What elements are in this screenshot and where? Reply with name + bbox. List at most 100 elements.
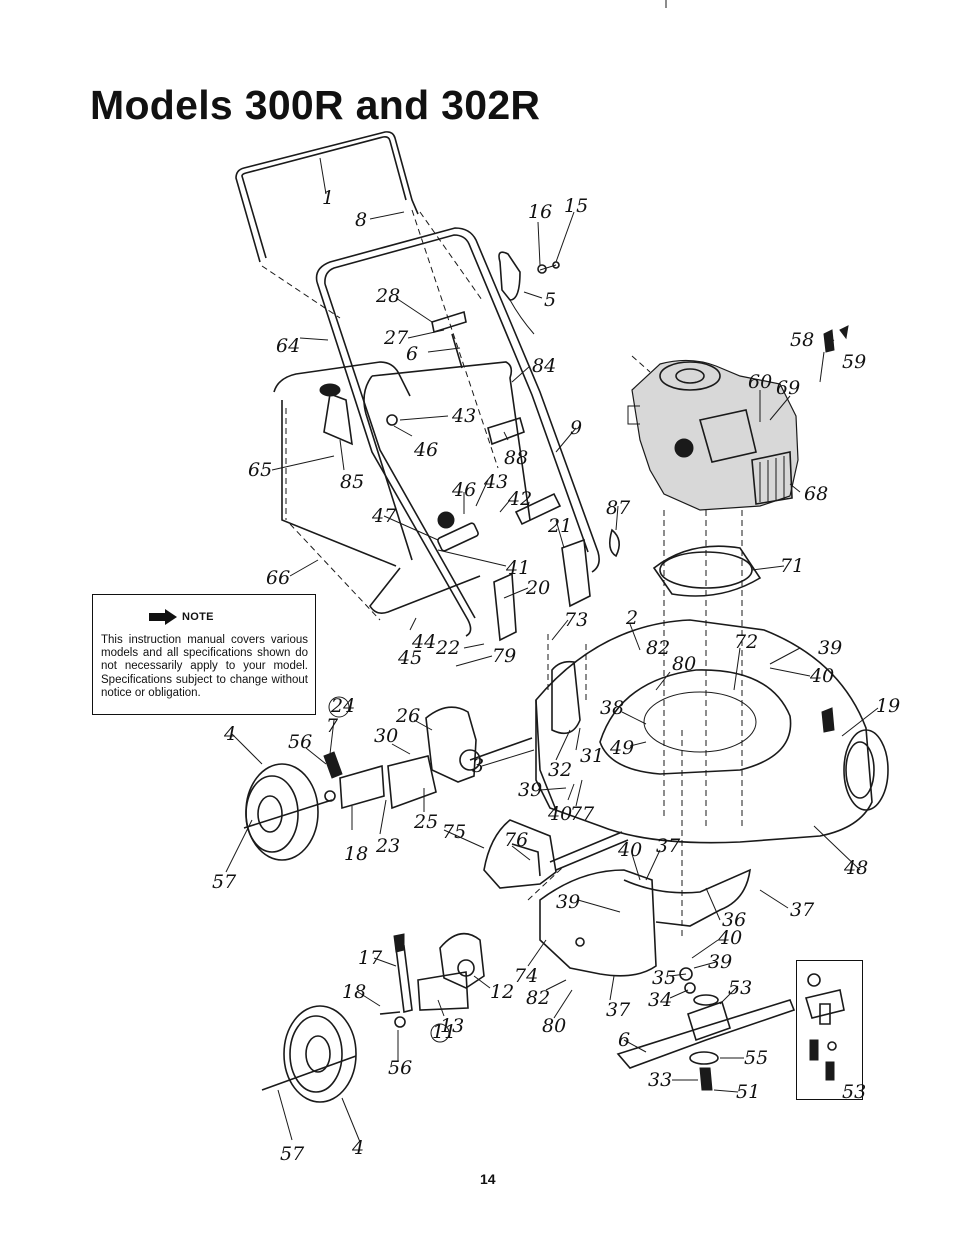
- callout: 46: [451, 479, 476, 501]
- callout: 84: [532, 355, 556, 377]
- callout: 40: [717, 927, 742, 949]
- arrow-right-icon: [149, 609, 177, 625]
- callout: 73: [564, 609, 588, 631]
- callout: 39: [818, 637, 842, 659]
- callout: 56: [288, 731, 312, 753]
- callout: 6: [406, 343, 418, 365]
- callout: 59: [842, 351, 866, 373]
- engine: [627, 325, 849, 511]
- callout: 35: [652, 967, 676, 989]
- callout: 7: [326, 715, 339, 737]
- callout: 32: [548, 759, 572, 781]
- callout: 47: [371, 505, 397, 527]
- callout: 64: [276, 335, 300, 357]
- callout: 23: [375, 835, 400, 857]
- callout: 9: [570, 417, 582, 439]
- callout: 21: [547, 515, 572, 537]
- callout: 82: [646, 637, 670, 659]
- front-wheel-assembly: [243, 706, 533, 861]
- callout: 3: [472, 755, 484, 777]
- callout: 5: [544, 289, 556, 311]
- callout: 40: [809, 665, 834, 687]
- callout: 24: [330, 695, 355, 717]
- callout: 57: [280, 1143, 305, 1165]
- hardware-inset-frame: [796, 960, 863, 1100]
- leader-lines: [225, 157, 879, 1143]
- callout: 4: [223, 723, 236, 745]
- callout: 45: [397, 647, 422, 669]
- callout: 65: [248, 459, 272, 481]
- callout: 74: [514, 965, 538, 987]
- callout: 46: [413, 439, 438, 461]
- callout: 18: [342, 981, 366, 1003]
- callout: 41: [505, 557, 530, 579]
- callout: 11: [432, 1021, 456, 1043]
- callout-labels: 1 8 16 15 5 28 27 6 64 84 58 59 60 69 43…: [212, 187, 900, 1165]
- callout: 37: [790, 899, 815, 921]
- note-box: NOTE This instruction manual covers vari…: [92, 594, 316, 715]
- callout: 6: [618, 1029, 630, 1051]
- callout: 79: [492, 645, 516, 667]
- callout: 36: [722, 909, 746, 931]
- callout: 19: [876, 695, 900, 717]
- page-title: Models 300R and 302R: [90, 82, 541, 128]
- callout: 37: [656, 835, 681, 857]
- callout: 75: [442, 821, 466, 843]
- callout: 2: [625, 607, 638, 629]
- callout: 40: [617, 839, 642, 861]
- callout: 39: [708, 951, 732, 973]
- note-text: This instruction manual covers various m…: [101, 634, 308, 699]
- callout: 88: [504, 447, 528, 469]
- lower-handle: [315, 209, 600, 637]
- callout: 31: [580, 745, 604, 767]
- note-header: NOTE: [149, 609, 308, 625]
- callout: 39: [556, 891, 580, 913]
- callout: 40: [547, 803, 572, 825]
- callout: 22: [435, 637, 460, 659]
- callout: 34: [648, 989, 672, 1011]
- callout: 20: [525, 577, 550, 599]
- callout: 44: [411, 631, 436, 653]
- callout: 8: [355, 209, 367, 231]
- callout: 48: [843, 857, 868, 879]
- callout: 13: [440, 1015, 464, 1037]
- inset-hardware: [804, 973, 845, 1081]
- callout: 37: [606, 999, 631, 1021]
- callout: 85: [340, 471, 364, 493]
- note-label: NOTE: [182, 611, 214, 623]
- callout: 25: [413, 811, 438, 833]
- callout: 43: [451, 405, 476, 427]
- callout: 69: [776, 377, 800, 399]
- upper-handle: [235, 131, 419, 319]
- callout: 87: [606, 497, 631, 519]
- callout: 17: [358, 947, 383, 969]
- callout: 28: [375, 285, 400, 307]
- callout: 15: [564, 195, 588, 217]
- callout: 71: [780, 555, 804, 577]
- callout: 55: [744, 1047, 768, 1069]
- callout: 68: [804, 483, 828, 505]
- callout: 43: [483, 471, 508, 493]
- blade-assembly: [616, 967, 796, 1091]
- callout: 57: [212, 871, 237, 893]
- discharge-chute: [483, 819, 629, 901]
- callout: 80: [672, 653, 696, 675]
- callout: 60: [748, 371, 772, 393]
- callout: 80: [542, 1015, 566, 1037]
- callout: 39: [518, 779, 542, 801]
- callout: 49: [609, 737, 634, 759]
- callout: 72: [734, 631, 758, 653]
- callout: 38: [600, 697, 624, 719]
- callout: 26: [395, 705, 420, 727]
- callout: 58: [790, 329, 814, 351]
- callout: 4: [351, 1137, 364, 1159]
- callout: 12: [490, 981, 514, 1003]
- callout: 77: [570, 803, 595, 825]
- rear-baffle: [539, 868, 751, 977]
- right-wheel: [821, 707, 889, 811]
- grass-catcher: [273, 361, 531, 621]
- group-marker: [430, 1023, 450, 1043]
- engine-gasket: [652, 545, 762, 597]
- callout: 76: [504, 829, 528, 851]
